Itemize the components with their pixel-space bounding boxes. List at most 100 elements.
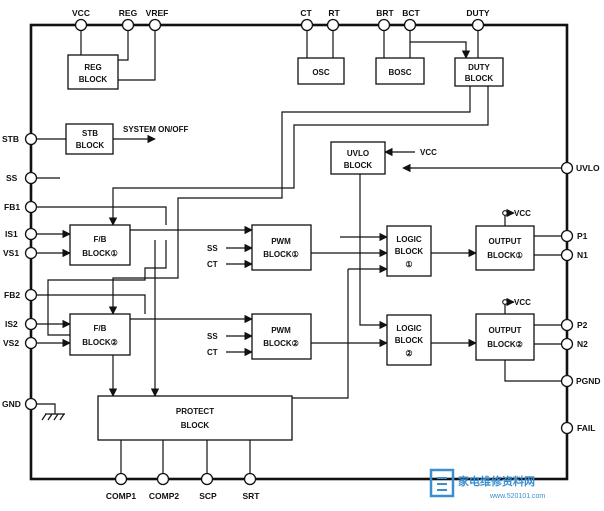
logic2-block-line1: LOGIC xyxy=(396,324,422,333)
out2-block-line2: BLOCK② xyxy=(487,340,523,349)
pin-vs1-label: VS1 xyxy=(3,248,19,258)
reg-block: REG BLOCK xyxy=(67,54,119,90)
fb2-block-line2: BLOCK② xyxy=(82,338,118,347)
protect-block-line2: BLOCK xyxy=(181,421,210,430)
pin-fb2-label: FB2 xyxy=(4,290,20,300)
pin-ss: SS xyxy=(6,171,38,185)
pin-stb-label: STB xyxy=(2,134,19,144)
pin-vref: VREF xyxy=(146,8,169,32)
pin-uvlo-label: UVLO xyxy=(576,163,600,173)
pin-is1-label: IS1 xyxy=(5,229,18,239)
pin-brt: BRT xyxy=(376,8,395,32)
pin-srt: SRT xyxy=(243,472,261,501)
pin-fb2: FB2 xyxy=(4,288,38,302)
pin-vcc-label: VCC xyxy=(72,8,90,18)
bosc-block-line1: BOSC xyxy=(388,68,411,77)
pin-pgnd: PGND xyxy=(560,374,601,388)
pwm2-block-line2: BLOCK② xyxy=(263,339,299,348)
fb1-block-line1: F/B xyxy=(94,235,107,244)
pin-n1: N1 xyxy=(560,248,588,262)
pwm2-ss-label: SS xyxy=(207,332,218,341)
pin-fb1: FB1 xyxy=(4,200,38,214)
pin-ct: CT xyxy=(300,8,314,32)
pin-n2: N2 xyxy=(560,337,588,351)
logic1-block-line3: ① xyxy=(405,260,412,269)
pwm1-block-line1: PWM xyxy=(271,237,291,246)
pin-fb1-label: FB1 xyxy=(4,202,20,212)
fb1-block-line2: BLOCK① xyxy=(82,249,118,258)
pin-vs1: VS1 xyxy=(3,246,38,260)
fb2-block-line1: F/B xyxy=(94,324,107,333)
pin-n2-label: N2 xyxy=(577,339,588,349)
osc-block: OSC xyxy=(297,57,345,85)
out2-vcc-label: VCC xyxy=(514,298,531,307)
pin-comp1-label: COMP1 xyxy=(106,491,137,501)
pin-bct: BCT xyxy=(402,8,421,32)
pin-srt-label: SRT xyxy=(243,491,261,501)
fb1-block: F/B BLOCK① xyxy=(69,224,131,266)
protect-block-line1: PROTECT xyxy=(176,407,214,416)
pin-stb: STB xyxy=(2,132,38,146)
logic2-block-line2: BLOCK xyxy=(395,336,424,345)
out1-block-line2: BLOCK① xyxy=(487,251,523,260)
protect-block: PROTECT BLOCK xyxy=(97,395,293,441)
fb2-block: F/B BLOCK② xyxy=(69,313,131,356)
pwm2-ct-label: CT xyxy=(207,348,218,357)
pin-scp-label: SCP xyxy=(199,491,217,501)
pwm2-block-line1: PWM xyxy=(271,326,291,335)
reg-block-line1: REG xyxy=(84,63,101,72)
pin-is1: IS1 xyxy=(5,227,38,241)
watermark-url: www.520101.com xyxy=(489,493,545,500)
wires xyxy=(36,30,562,474)
pin-brt-label: BRT xyxy=(376,8,394,18)
pin-comp1: COMP1 xyxy=(106,472,137,501)
pin-bct-label: BCT xyxy=(402,8,420,18)
uvlo-block-line2: BLOCK xyxy=(344,161,373,170)
watermark: 家电维修资料网 www.520101.com xyxy=(429,468,545,500)
pin-gnd: GND xyxy=(2,397,38,411)
reg-block-line2: BLOCK xyxy=(79,75,108,84)
pin-vcc: VCC xyxy=(72,8,90,32)
pin-p1: P1 xyxy=(560,229,588,243)
logic2-block: LOGIC BLOCK ② xyxy=(386,314,432,366)
pin-reg: REG xyxy=(119,8,138,32)
out1-vcc-label: VCC xyxy=(514,209,531,218)
uvlo-vcc-label: VCC xyxy=(420,148,437,157)
pin-vref-label: VREF xyxy=(146,8,169,18)
out2-block-line1: OUTPUT xyxy=(489,326,522,335)
pin-is2-label: IS2 xyxy=(5,319,18,329)
out1-vcc: VCC xyxy=(502,208,531,218)
logic1-block-line1: LOGIC xyxy=(396,235,422,244)
pwm1-block-line2: BLOCK① xyxy=(263,250,299,259)
stb-block-line2: BLOCK xyxy=(76,141,105,150)
out2-vcc: VCC xyxy=(502,297,531,307)
duty-block-line1: DUTY xyxy=(468,63,490,72)
pwm1-ct-label: CT xyxy=(207,260,218,269)
pin-rt-label: RT xyxy=(328,8,340,18)
duty-block: DUTY BLOCK xyxy=(454,57,504,87)
logic1-block: LOGIC BLOCK ① xyxy=(386,225,432,277)
pin-fail: FAIL xyxy=(560,421,595,435)
out2-block: OUTPUT BLOCK② xyxy=(475,313,535,361)
pin-vs2: VS2 xyxy=(3,336,38,350)
duty-block-line2: BLOCK xyxy=(465,74,494,83)
uvlo-block: UVLO BLOCK xyxy=(330,141,386,175)
stb-block: STB BLOCK xyxy=(65,123,114,155)
pin-n1-label: N1 xyxy=(577,250,588,260)
out1-block-line1: OUTPUT xyxy=(489,237,522,246)
logic2-block-line3: ② xyxy=(405,349,412,358)
pin-is2: IS2 xyxy=(5,317,38,331)
pin-ct-label: CT xyxy=(300,8,312,18)
pin-p2: P2 xyxy=(560,318,588,332)
pin-p2-label: P2 xyxy=(577,320,588,330)
pin-comp2-label: COMP2 xyxy=(149,491,180,501)
pin-fail-label: FAIL xyxy=(577,423,595,433)
pin-p1-label: P1 xyxy=(577,231,588,241)
system-onoff-label: SYSTEM ON/OFF xyxy=(123,125,188,134)
pin-pgnd-label: PGND xyxy=(576,376,601,386)
pwm1-block: PWM BLOCK① xyxy=(251,224,312,271)
pin-duty-label: DUTY xyxy=(466,8,489,18)
pin-scp: SCP xyxy=(199,472,217,501)
pin-gnd-label: GND xyxy=(2,399,21,409)
